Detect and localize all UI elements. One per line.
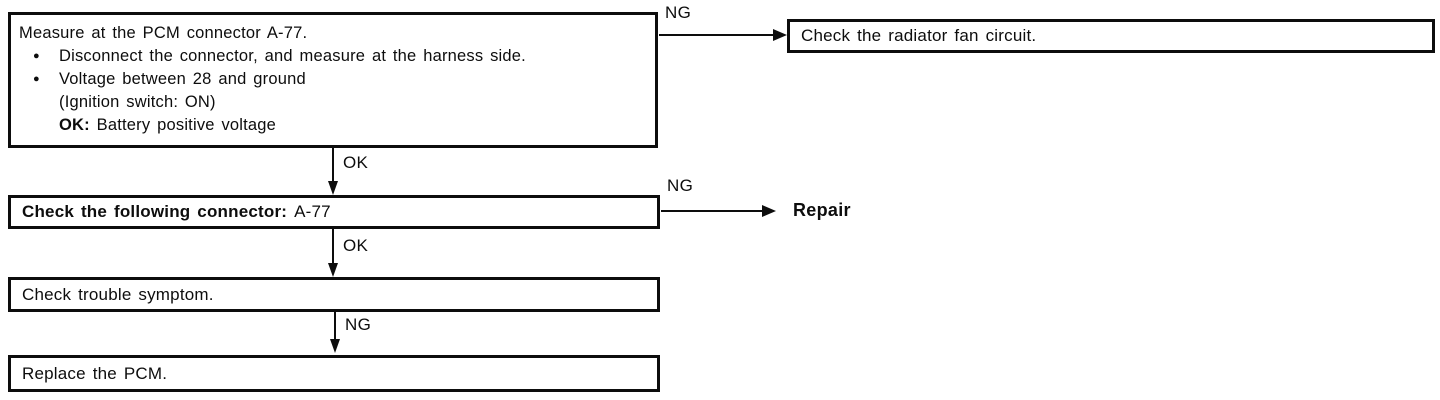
arrow-line-ng-radiator <box>659 34 774 36</box>
ok-condition-value: Battery positive voltage <box>96 116 277 134</box>
measure-box-title: Measure at the PCM connector A-77. <box>19 24 308 42</box>
arrow-down-icon <box>328 263 338 277</box>
edge-label-ng-replace: NG <box>345 315 372 334</box>
edge-label-ng-radiator: NG <box>665 3 692 22</box>
edge-label-ng-repair: NG <box>667 176 694 195</box>
measure-box-ok-line: OK: Battery positive voltage <box>19 114 647 137</box>
arrow-line-ok-symptom <box>332 229 334 264</box>
arrow-line-ng-repair <box>661 210 763 212</box>
arrow-right-icon <box>773 29 787 41</box>
flowchart-box-trouble-symptom: Check trouble symptom. <box>8 277 660 312</box>
repair-terminal-label: Repair <box>793 200 851 220</box>
arrow-right-icon <box>762 205 776 217</box>
bullet-icon: ● <box>33 73 40 85</box>
flowchart-box-measure-pcm: Measure at the PCM connector A-77. ● Dis… <box>8 12 658 148</box>
arrow-line-ng-replace <box>334 312 336 340</box>
measure-box-bullet1-row: ● Disconnect the connector, and measure … <box>19 45 647 68</box>
measure-box-bullet2-row: ● Voltage between 28 and ground <box>19 68 647 91</box>
measure-box-bullet2-text: Voltage between 28 and ground <box>59 70 306 88</box>
measure-box-ignition-note: (Ignition switch: ON) <box>59 93 216 111</box>
flowchart-box-check-connector: Check the following connector: A-77 <box>8 195 660 229</box>
measure-box-bullet1-text: Disconnect the connector, and measure at… <box>59 47 526 65</box>
connector-box-bold-text: Check the following connector: <box>22 202 288 221</box>
flowchart-box-radiator-fan: Check the radiator fan circuit. <box>787 19 1435 53</box>
arrow-down-icon <box>330 339 340 353</box>
arrow-line-ok-connector <box>332 148 334 182</box>
edge-label-ok-connector: OK <box>343 153 369 172</box>
connector-box-value: A-77 <box>294 202 331 221</box>
bullet-icon: ● <box>33 50 40 62</box>
edge-label-ok-symptom: OK <box>343 236 369 255</box>
flowchart-box-replace-pcm: Replace the PCM. <box>8 355 660 392</box>
replace-box-text: Replace the PCM. <box>22 363 168 383</box>
ok-condition-label: OK: <box>59 116 90 134</box>
radiator-box-text: Check the radiator fan circuit. <box>801 26 1037 45</box>
symptom-box-text: Check trouble symptom. <box>22 284 214 304</box>
arrow-down-icon <box>328 181 338 195</box>
